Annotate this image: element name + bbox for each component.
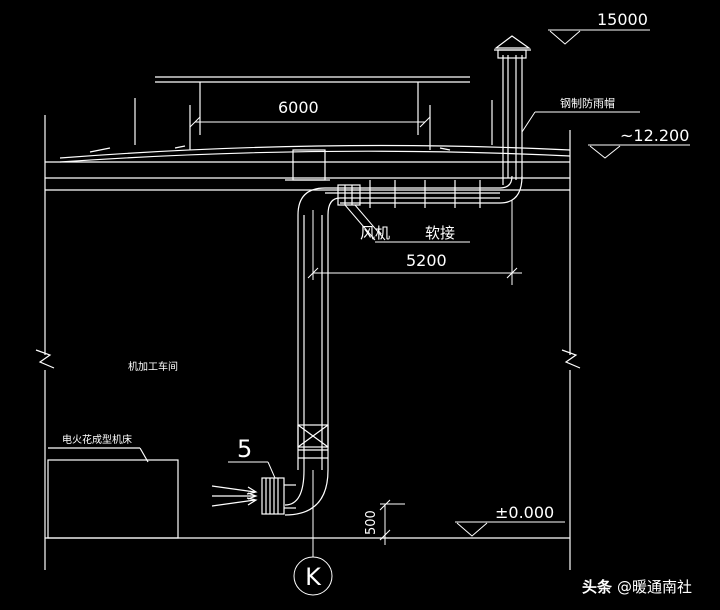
dimension-span-value: 6000 bbox=[278, 98, 319, 117]
rain-cap-label: 钢制防雨帽 bbox=[560, 96, 615, 110]
dimension-duct-run-value: 5200 bbox=[406, 251, 447, 270]
elevation-roof-mark bbox=[588, 144, 690, 159]
building-outline bbox=[35, 76, 581, 570]
rain-cap-leader bbox=[521, 111, 640, 133]
machine-label: 电火花成型机床 bbox=[62, 433, 132, 446]
dimension-span bbox=[189, 116, 431, 128]
elevation-floor-mark bbox=[455, 521, 565, 537]
edm-machine bbox=[47, 447, 179, 539]
watermark-handle: @暖通南社 bbox=[617, 578, 692, 596]
elevation-top-mark bbox=[548, 29, 650, 45]
dimension-duct-run bbox=[307, 200, 522, 285]
item-number: 5 bbox=[237, 435, 252, 463]
elevation-roof: ~12.200 bbox=[620, 126, 689, 145]
dimension-height-value: 500 bbox=[364, 510, 379, 535]
watermark-prefix: 头条 bbox=[582, 578, 613, 596]
exhaust-duct bbox=[261, 35, 531, 516]
workshop-label: 机加工车间 bbox=[128, 360, 178, 373]
fan-leaders bbox=[344, 204, 470, 243]
airflow-arrows bbox=[211, 485, 258, 507]
axis-k bbox=[293, 470, 333, 596]
fan-label: 风机 bbox=[360, 224, 390, 242]
item-number-leader bbox=[228, 461, 276, 479]
soft-joint-label: 软接 bbox=[425, 224, 455, 242]
elevation-floor: ±0.000 bbox=[495, 503, 554, 522]
elevation-top: 15000 bbox=[597, 10, 648, 29]
dimension-height bbox=[379, 499, 405, 545]
axis-k-label: K bbox=[305, 563, 322, 591]
